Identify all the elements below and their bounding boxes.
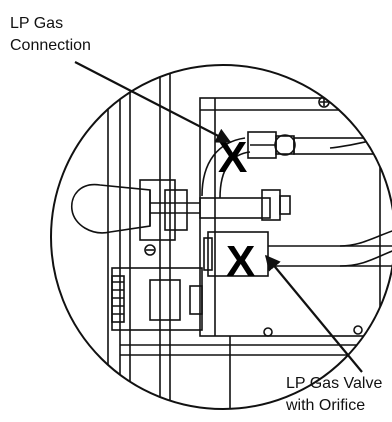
marker-lower: X — [226, 237, 255, 286]
callout-connection-line2: Connection — [10, 37, 91, 54]
callout-arrow-valve — [265, 254, 363, 373]
callout-valve-line2: with Orifice — [285, 397, 365, 414]
callout-connection-line1: LP Gas — [10, 15, 63, 32]
marker-upper: X — [218, 133, 247, 182]
magnifier-circle — [50, 64, 392, 410]
callout-valve-line1: LP Gas Valve — [286, 375, 382, 392]
callout-arrow-connection — [74, 61, 232, 143]
magnified-view — [71, 65, 392, 409]
